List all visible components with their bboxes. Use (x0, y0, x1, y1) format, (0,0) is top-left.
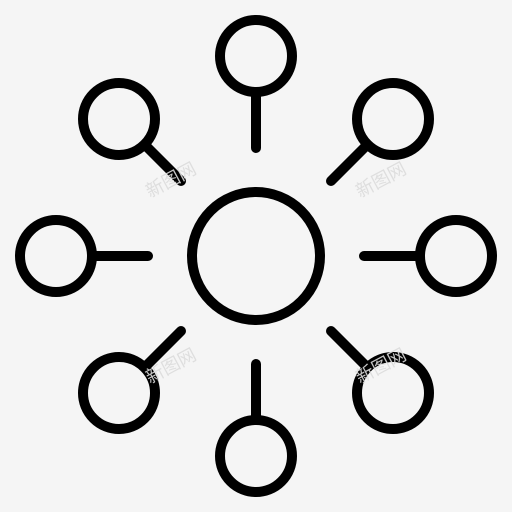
connector-bottom-right (326, 326, 372, 372)
center-node-circle (187, 187, 325, 325)
watermark-text: 新图网 (352, 159, 409, 202)
watermark-text: 新图网 (352, 345, 409, 388)
node-bottom-left (78, 352, 160, 434)
node-top-left (78, 78, 160, 160)
connector-top-right (326, 140, 372, 186)
watermark-text: 新图网 (142, 345, 199, 388)
node-left (15, 215, 97, 297)
node-top (215, 15, 297, 97)
connector-top-left (140, 140, 186, 186)
node-right (415, 215, 497, 297)
node-bottom (215, 415, 297, 497)
connector-bottom-left (140, 326, 186, 372)
node-bottom-right (352, 352, 434, 434)
node-top-right (352, 78, 434, 160)
